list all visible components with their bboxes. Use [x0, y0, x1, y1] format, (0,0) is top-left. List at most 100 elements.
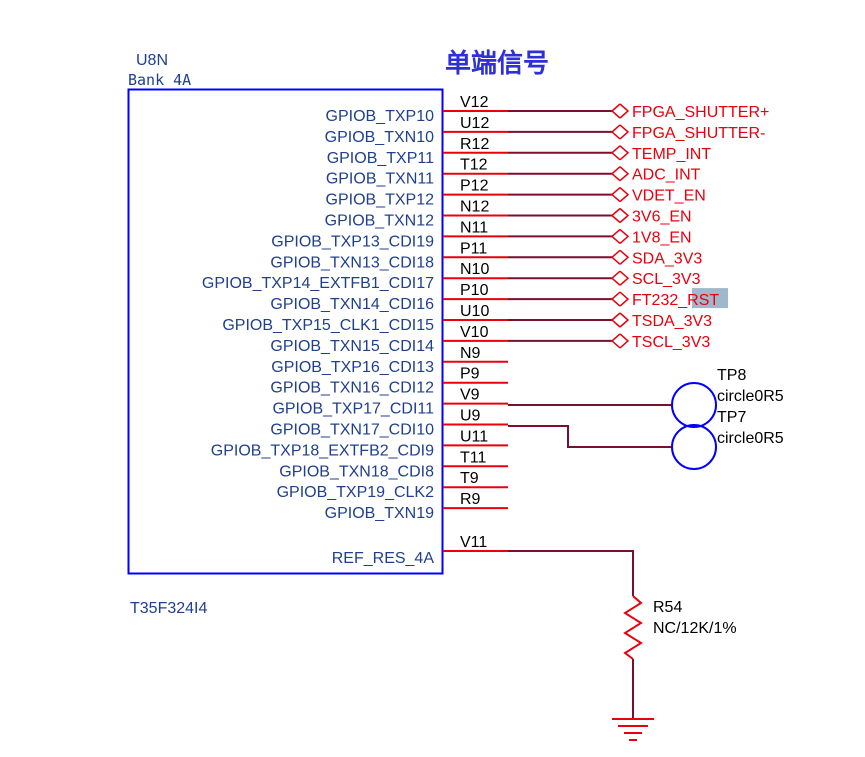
- net-label: ADC_INT: [632, 167, 701, 184]
- test-point-circle-icon: [671, 424, 717, 470]
- resistor-designator: R54: [653, 599, 682, 616]
- pin-number: U12: [460, 115, 489, 132]
- net-flag-icon: [610, 270, 621, 286]
- pin-number: T12: [460, 157, 488, 174]
- net-flag-icon: [610, 103, 621, 119]
- pin-name: GPIOB_TXP16_CDI13: [271, 359, 434, 376]
- wire-u9-tp7: [508, 425, 672, 448]
- tp7-designator: TP7: [717, 409, 746, 426]
- tp8-footprint: circle0R5: [717, 388, 784, 405]
- net-flag-icon: [610, 333, 621, 349]
- net-flag-icon: [610, 291, 621, 307]
- component-body: [127, 88, 444, 575]
- resistor-value: NC/12K/1%: [653, 620, 737, 637]
- net-label: FT232_RST: [632, 292, 719, 309]
- pin-number: P10: [460, 282, 489, 299]
- pin-name: GPIOB_TXN15_CDI14: [270, 338, 434, 355]
- pin-number: V10: [460, 324, 489, 341]
- pin-number: V9: [460, 387, 480, 404]
- ref-res-pin: REF_RES_4A V11: [332, 534, 634, 596]
- text-selection-highlight: [692, 288, 728, 309]
- pin-number: U10: [460, 303, 489, 320]
- pin-name: GPIOB_TXN10: [325, 129, 434, 146]
- pin-name: GPIOB_TXP11: [327, 150, 434, 167]
- pin-number: P11: [460, 240, 487, 257]
- net-flag-icon: [619, 124, 630, 140]
- net-flag-icon: [619, 145, 630, 161]
- pin-name: GPIOB_TXN16_CDI12: [270, 380, 434, 397]
- pin-name: GPIOB_TXP14_EXTFB1_CDI17: [202, 275, 434, 292]
- pin-name: GPIOB_TXN17_CDI10: [270, 422, 434, 439]
- net-flag-icon: [610, 312, 621, 328]
- pin-name: GPIOB_TXN14_CDI16: [270, 296, 434, 313]
- tp7-footprint: circle0R5: [717, 430, 784, 447]
- pin-number: N11: [460, 219, 488, 236]
- ref-pin-name: REF_RES_4A: [332, 550, 435, 567]
- pin-name: GPIOB_TXP10: [326, 108, 435, 125]
- pin-name: GPIOB_TXP17_CDI11: [272, 401, 434, 418]
- pin-number: T9: [460, 470, 479, 487]
- pin-number: N10: [460, 261, 489, 278]
- pin-number: U9: [460, 408, 481, 425]
- net-flag-icon: [619, 249, 630, 265]
- pin-name: GPIOB_TXP19_CLK2: [277, 484, 435, 501]
- net-flag-icon: [619, 187, 630, 203]
- pin-number: N9: [460, 345, 481, 362]
- net-label: 1V8_EN: [632, 229, 692, 246]
- resistor-zigzag-icon: [623, 595, 643, 660]
- net-flag-icon: [610, 207, 621, 224]
- pin-number: P12: [460, 178, 489, 195]
- pin-number: U11: [460, 428, 488, 445]
- net-flag-icon: [619, 207, 630, 224]
- net-label: SCL_3V3: [632, 271, 701, 288]
- wire-ref-to-r54: [508, 550, 634, 596]
- net-label: FPGA_SHUTTER+: [632, 104, 769, 121]
- net-label: 3V6_EN: [632, 209, 692, 226]
- pin-name: GPIOB_TXN19: [325, 505, 434, 522]
- net-flag-icon: [619, 103, 630, 119]
- tp8-designator: TP8: [717, 367, 746, 384]
- net-flag-icon: [610, 228, 621, 244]
- net-flag-icon: [610, 145, 621, 161]
- net-label: SDA_3V3: [632, 250, 702, 267]
- net-flag-icon: [619, 228, 630, 244]
- test-point-tp8: TP8 circle0R5: [671, 367, 784, 428]
- pin-name: GPIOB_TXP18_EXTFB2_CDI9: [211, 442, 434, 459]
- pin-number: R12: [460, 136, 489, 153]
- net-flag-icon: [610, 187, 621, 203]
- pin-name: GPIOB_TXP12: [326, 192, 435, 209]
- net-label: VDET_EN: [632, 188, 706, 205]
- pin-number: V12: [460, 94, 489, 111]
- test-point-tp7: TP7 circle0R5: [671, 409, 784, 470]
- net-flag-icon: [619, 333, 630, 349]
- pin-name: GPIOB_TXN11: [326, 171, 434, 188]
- net-label: TSDA_3V3: [632, 313, 712, 330]
- test-point-circle-icon: [671, 382, 717, 428]
- net-flag-icon: [619, 270, 630, 286]
- net-flag-icon: [619, 312, 630, 328]
- net-flag-icon: [610, 124, 621, 140]
- pin-name: GPIOB_TXN18_CDI8: [279, 463, 434, 480]
- net-list: FPGA_SHUTTER+FPGA_SHUTTER-TEMP_INTADC_IN…: [508, 103, 769, 351]
- pin-number: R9: [460, 491, 481, 508]
- pin-number: P9: [460, 366, 480, 383]
- diagram-title: 单端信号: [445, 48, 549, 78]
- pin-number: T11: [460, 449, 486, 466]
- net-label: TEMP_INT: [632, 146, 711, 163]
- resistor-r54: R54 NC/12K/1%: [623, 595, 737, 718]
- net-flag-icon: [619, 291, 630, 307]
- pin-name: GPIOB_TXP13_CDI19: [271, 233, 434, 250]
- pin-number: N12: [460, 199, 489, 216]
- net-flag-icon: [619, 166, 630, 182]
- test-point-wiring: [508, 404, 672, 448]
- pin-name: GPIOB_TXN12: [325, 213, 434, 230]
- ref-pin-number: V11: [460, 534, 487, 551]
- pin-list: GPIOB_TXP10V12GPIOB_TXN10U12GPIOB_TXP11R…: [202, 94, 508, 522]
- pin-name: GPIOB_TXP15_CLK1_CDI15: [222, 317, 434, 334]
- component-designator: U8N: [136, 52, 168, 69]
- component-bank: Bank 4A: [128, 71, 191, 89]
- ground-icon: [612, 718, 654, 741]
- component-part-number: T35F324I4: [130, 600, 207, 617]
- net-flag-icon: [610, 249, 621, 265]
